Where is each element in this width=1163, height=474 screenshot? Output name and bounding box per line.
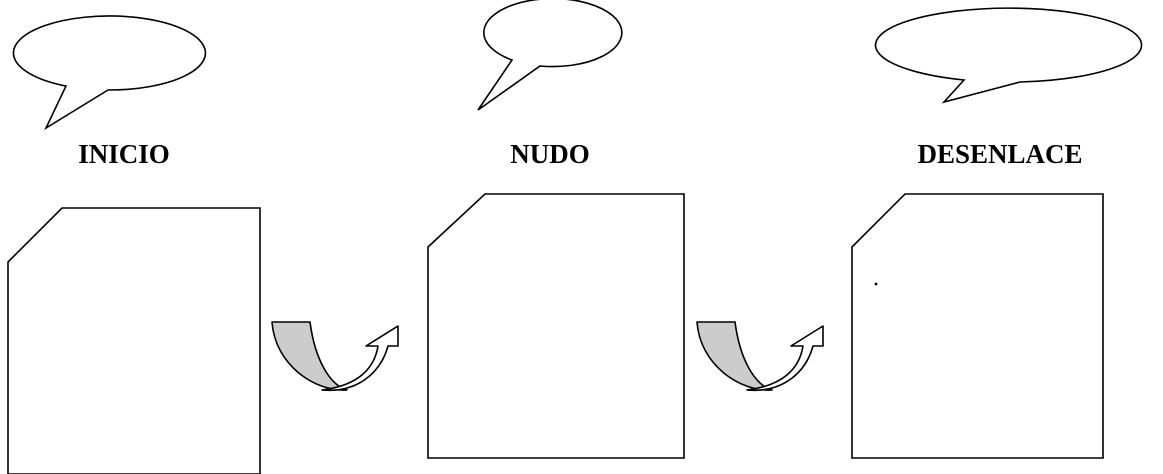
curved-arrow-icon [696,321,824,392]
story-card-desenlace [851,193,1104,459]
stage-label-nudo: NUDO [510,139,590,169]
speech-bubble-inicio [12,15,207,131]
stage-label-desenlace: DESENLACE [917,139,1082,169]
story-card-inicio [7,207,261,474]
stage-label-inicio: INICIO [78,139,170,169]
stage-nudo: NUDO [427,0,685,459]
stage-desenlace: DESENLACE [851,7,1143,459]
story-card-nudo [427,193,685,459]
speech-bubble-desenlace [874,7,1143,104]
speech-bubble-nudo [477,0,623,111]
dot-mark [874,282,878,286]
curved-arrow-icon [271,321,399,392]
stage-inicio: INICIO [7,15,261,474]
